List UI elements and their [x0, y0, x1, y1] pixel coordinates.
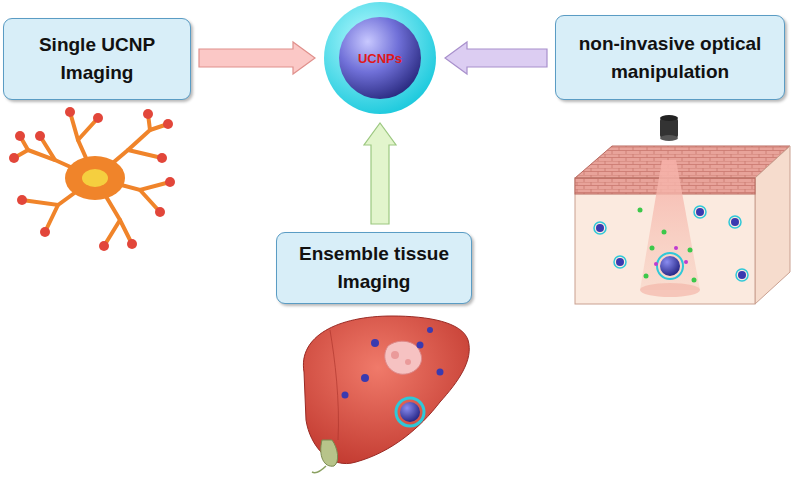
block-arrow — [445, 42, 547, 74]
nanoparticle-circle: UCNPs — [323, 1, 437, 115]
tissue-block — [575, 146, 790, 304]
nanoparticles-in-tissue — [594, 206, 748, 283]
block-arrow — [199, 42, 315, 74]
block-arrow — [364, 123, 396, 224]
particle-core — [339, 17, 421, 99]
box-label: Ensemble tissue Imaging — [287, 240, 461, 295]
box-label: Single UCNP Imaging — [14, 31, 180, 86]
neuron-terminals — [9, 107, 175, 251]
particle-shell — [324, 2, 436, 114]
liver-illustration — [303, 316, 469, 473]
neuron-illustration — [14, 112, 170, 246]
process-box: non-invasive optical manipulation — [555, 15, 785, 100]
process-box: Ensemble tissue Imaging — [276, 232, 472, 304]
particle-label: UCNPs — [358, 51, 402, 66]
laser-source — [660, 115, 678, 141]
neuron-body — [65, 156, 125, 200]
box-label: non-invasive optical manipulation — [566, 30, 774, 85]
process-box: Single UCNP Imaging — [3, 18, 191, 100]
